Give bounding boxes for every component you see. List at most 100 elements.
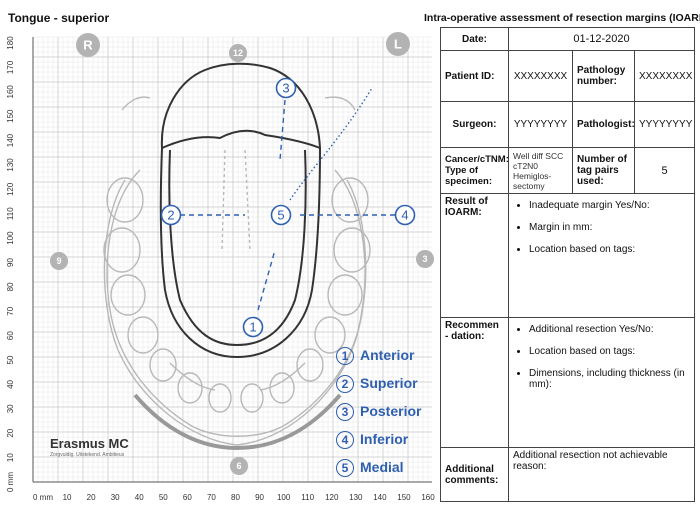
y-tick-label: 30 xyxy=(6,404,15,413)
tag-1-marker: 1 xyxy=(242,316,264,338)
y-tick-label: 60 xyxy=(6,331,15,340)
legend-item-medial: 5 Medial xyxy=(336,459,404,477)
pathology-number-label: Pathology number: xyxy=(572,50,635,102)
page-title: Tongue - superior xyxy=(8,11,110,25)
y-tick-label: 150 xyxy=(6,109,15,123)
date-field[interactable]: 01-12-2020 xyxy=(507,27,696,51)
x-tick-label: 150 xyxy=(397,493,411,502)
y-tick-label: 10 xyxy=(6,453,15,462)
y-tick-label: 130 xyxy=(6,158,15,172)
pathologist-label: Pathologist: xyxy=(572,101,635,148)
y-tick-label: 40 xyxy=(6,379,15,388)
left-side-marker: L xyxy=(386,32,410,56)
svg-text:12: 12 xyxy=(233,48,243,58)
legend-label: Inferior xyxy=(360,431,409,447)
recommendation-field[interactable]: Additional resection Yes/No: Location ba… xyxy=(507,317,696,448)
svg-text:3: 3 xyxy=(422,254,427,264)
result-label: Result of IOARM: xyxy=(440,193,509,318)
y-tick-label: 140 xyxy=(6,133,15,147)
svg-text:R: R xyxy=(83,38,93,53)
recommendation-item: Dimensions, including thickness (in mm): xyxy=(529,368,690,390)
legend-number: 3 xyxy=(336,403,354,421)
legend-item-inferior: 4 Inferior xyxy=(336,431,408,449)
legend-number: 1 xyxy=(336,347,354,365)
recommendation-label: Recommen - dation: xyxy=(440,317,509,448)
legend-item-anterior: 1 Anterior xyxy=(336,347,414,365)
legend-label: Medial xyxy=(360,459,404,475)
x-tick-label: 0 mm xyxy=(33,493,53,502)
tag-4-marker: 4 xyxy=(394,204,416,226)
y-tick-label: 0 mm xyxy=(6,472,15,492)
legend-number: 4 xyxy=(336,431,354,449)
cancer-type-label: Cancer/cTNM: Type of specimen: xyxy=(440,147,509,194)
comments-field[interactable]: Additional resection not achievable reas… xyxy=(507,447,696,502)
svg-text:L: L xyxy=(394,37,402,52)
legend-number: 2 xyxy=(336,375,354,393)
clock-3-marker: 3 xyxy=(416,250,434,268)
legend-number: 5 xyxy=(336,459,354,477)
tag-5-marker: 5 xyxy=(270,204,292,226)
ioarm-form: Date: 01-12-2020 Patient ID: XXXXXXXX Pa… xyxy=(440,27,696,502)
x-tick-label: 70 xyxy=(207,493,216,502)
svg-text:9: 9 xyxy=(56,256,61,266)
y-tick-label: 160 xyxy=(6,85,15,99)
clock-6-marker: 6 xyxy=(230,457,248,475)
surgeon-field[interactable]: YYYYYYYY xyxy=(508,101,573,148)
legend-label: Anterior xyxy=(360,347,415,363)
erasmus-logo: Erasmus MC xyxy=(50,436,129,451)
patient-id-label: Patient ID: xyxy=(440,50,509,102)
legend-item-superior: 2 Superior xyxy=(336,375,418,393)
svg-text:1: 1 xyxy=(249,320,256,335)
tag-pairs-field[interactable]: 5 xyxy=(633,147,696,194)
y-tick-label: 170 xyxy=(6,60,15,74)
x-tick-label: 10 xyxy=(63,493,72,502)
clock-9-marker: 9 xyxy=(50,252,68,270)
x-tick-label: 30 xyxy=(111,493,120,502)
tongue-diagram: 1801701601501401301201101009080706050403… xyxy=(6,32,435,502)
comments-label: Additional comments: xyxy=(440,447,509,502)
cancer-type-field[interactable]: Well diff SCC cT2N0 Hemiglos-sectomy xyxy=(508,147,573,194)
legend-item-posterior: 3 Posterior xyxy=(336,403,421,421)
svg-text:5: 5 xyxy=(277,208,284,223)
date-label: Date: xyxy=(440,27,509,51)
x-tick-label: 140 xyxy=(373,493,387,502)
result-item: Inadequate margin Yes/No: xyxy=(529,200,690,211)
x-tick-label: 120 xyxy=(325,493,339,502)
tag-pairs-label: Number of tag pairs used: xyxy=(572,147,635,194)
pathologist-field[interactable]: YYYYYYYY xyxy=(633,101,696,148)
x-tick-label: 100 xyxy=(277,493,291,502)
surgeon-label: Surgeon: xyxy=(440,101,509,148)
patient-id-field[interactable]: XXXXXXXX xyxy=(508,50,573,102)
x-tick-label: 90 xyxy=(255,493,264,502)
recommendation-item: Additional resection Yes/No: xyxy=(529,324,690,335)
y-tick-label: 80 xyxy=(6,282,15,291)
result-field[interactable]: Inadequate margin Yes/No: Margin in mm: … xyxy=(507,193,696,318)
result-item: Margin in mm: xyxy=(529,222,690,233)
legend-label: Superior xyxy=(360,375,418,391)
legend-label: Posterior xyxy=(360,403,422,419)
x-tick-label: 60 xyxy=(183,493,192,502)
x-tick-label: 50 xyxy=(159,493,168,502)
x-tick-label: 110 xyxy=(301,493,314,502)
tag-2-marker: 2 xyxy=(160,204,182,226)
tag-3-marker: 3 xyxy=(275,77,297,99)
form-title: Intra-operative assessment of resection … xyxy=(424,12,700,24)
svg-text:4: 4 xyxy=(401,208,408,223)
y-tick-label: 90 xyxy=(6,258,15,267)
svg-text:2: 2 xyxy=(167,208,174,223)
recommendation-item: Location based on tags: xyxy=(529,346,690,357)
y-tick-label: 20 xyxy=(6,428,15,437)
y-tick-label: 70 xyxy=(6,306,15,315)
y-tick-label: 180 xyxy=(6,36,15,50)
x-tick-label: 160 xyxy=(421,493,435,502)
pathology-number-field[interactable]: XXXXXXXX xyxy=(633,50,696,102)
result-item: Location based on tags: xyxy=(529,244,690,255)
right-side-marker: R xyxy=(76,33,100,57)
y-tick-label: 120 xyxy=(6,182,15,196)
clock-12-marker: 12 xyxy=(229,44,247,62)
y-tick-label: 110 xyxy=(6,207,15,220)
x-tick-label: 40 xyxy=(135,493,144,502)
logo-subtitle: Zorgvuldig. Uitstekend. Ambitieus xyxy=(50,452,125,458)
y-tick-label: 50 xyxy=(6,355,15,364)
svg-text:3: 3 xyxy=(282,81,289,96)
